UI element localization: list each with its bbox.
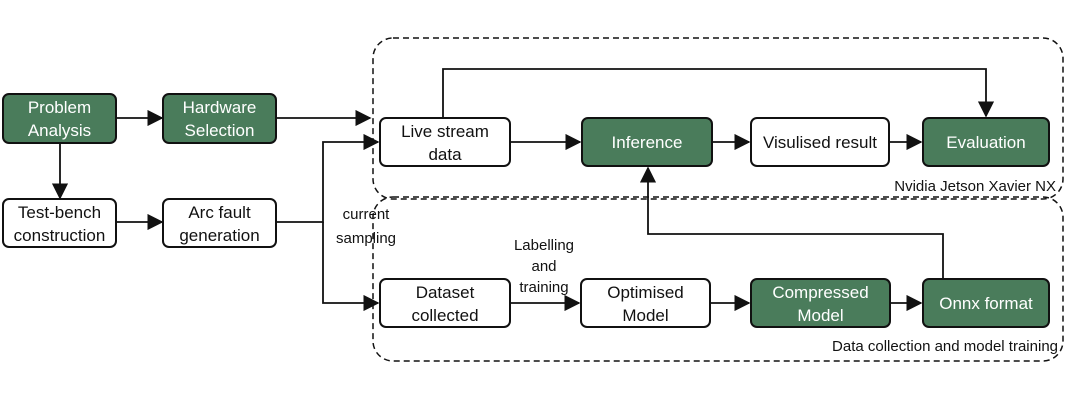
node-arc-fault-generation: Arc fault generation	[162, 198, 277, 248]
edge-label-current-sampling: current sampling	[336, 206, 396, 247]
edge-label-line: and	[531, 258, 556, 275]
node-label-line: Compressed	[772, 283, 868, 302]
node-label-line: Model	[622, 306, 668, 325]
node-label-line: Inference	[612, 133, 683, 152]
edge-label-line: current	[343, 206, 391, 223]
node-inference: Inference	[581, 117, 713, 167]
node-label-line: Selection	[185, 121, 255, 140]
region-jetson-label: Nvidia Jetson Xavier NX	[894, 178, 1056, 195]
node-live-stream-data: Live stream data	[379, 117, 511, 167]
node-hardware-selection: Hardware Selection	[162, 93, 277, 144]
node-label-line: Dataset	[416, 283, 475, 302]
node-label-line: Problem	[28, 98, 91, 117]
node-label-line: Visulised result	[763, 133, 877, 152]
edge-arcfault-to-livestream	[277, 133, 380, 223]
node-label-line: construction	[14, 226, 106, 245]
node-label-line: Optimised	[607, 283, 684, 302]
node-label-line: generation	[179, 226, 259, 245]
edge-onnx-to-inference	[639, 166, 944, 279]
node-label-line: collected	[411, 306, 478, 325]
node-dataset-collected: Dataset collected	[379, 278, 511, 328]
node-optimised-model: Optimised Model	[580, 278, 711, 328]
edge-arcfault-to-dataset	[322, 222, 380, 312]
edge-label-labelling-training: Labelling and training	[514, 237, 574, 296]
node-problem-analysis: Problem Analysis	[2, 93, 117, 144]
node-compressed-model: Compressed Model	[750, 278, 891, 328]
node-visualised-result: Visulised result	[750, 117, 890, 167]
node-onnx-format: Onnx format	[922, 278, 1050, 328]
node-evaluation: Evaluation	[922, 117, 1050, 167]
connectors	[51, 68, 995, 312]
node-label-line: data	[428, 145, 462, 164]
node-test-bench-construction: Test-bench construction	[2, 198, 117, 248]
region-jetson: Nvidia Jetson Xavier NX	[372, 37, 1064, 200]
node-label-line: Analysis	[28, 121, 91, 140]
node-label-line: Test-bench	[18, 203, 101, 222]
edge-label-line: sampling	[336, 230, 396, 247]
edge-label-line: training	[519, 279, 568, 296]
node-label-line: Live stream	[401, 122, 489, 141]
node-label-line: Model	[797, 306, 843, 325]
node-label-line: Hardware	[183, 98, 257, 117]
region-training-label: Data collection and model training	[832, 338, 1058, 355]
edge-livestream-to-evaluation	[442, 68, 995, 118]
region-training: Data collection and model training	[372, 196, 1064, 362]
node-label-line: Evaluation	[946, 133, 1025, 152]
edge-label-line: Labelling	[514, 237, 574, 254]
node-label-line: Onnx format	[939, 294, 1033, 313]
node-label-line: Arc fault	[188, 203, 251, 222]
